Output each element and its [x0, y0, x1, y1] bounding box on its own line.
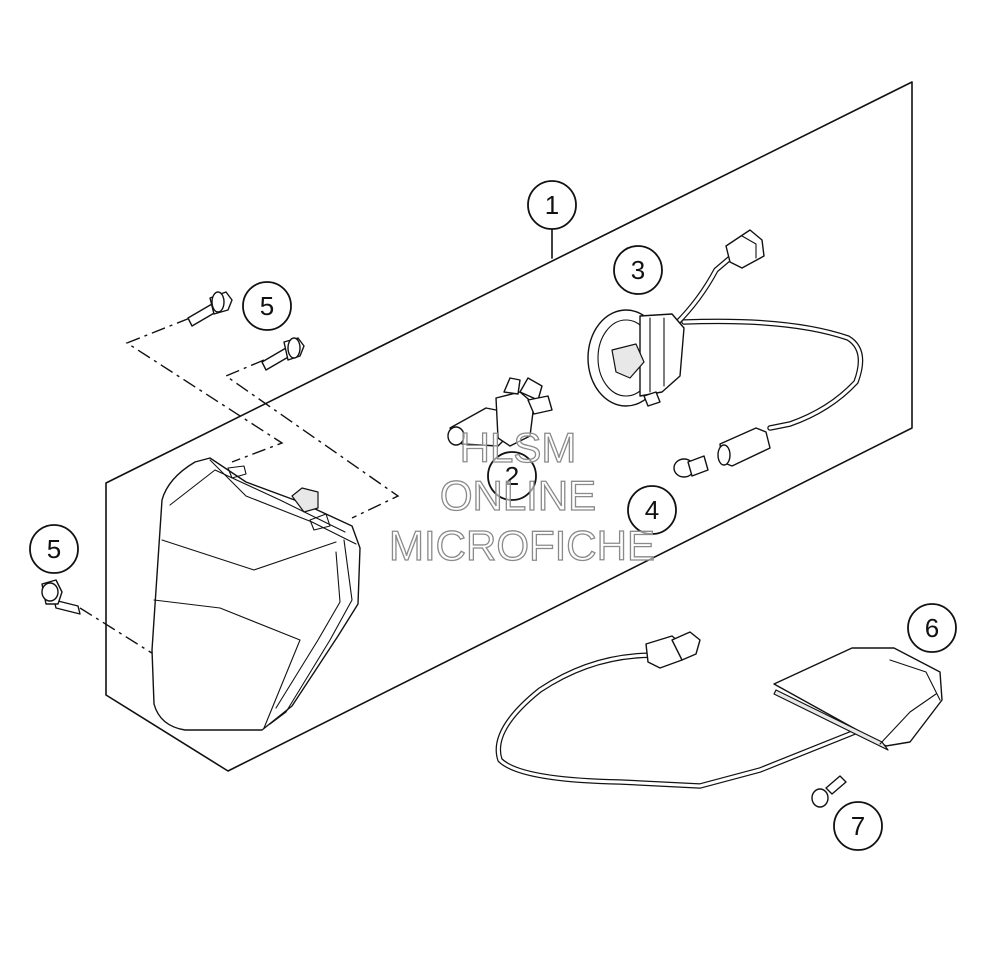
callout-label: 5	[47, 534, 61, 564]
dash-line-upper-bolt	[125, 317, 284, 463]
callout-1: 1	[527, 180, 577, 230]
watermark-line-3: MICROFICHE	[389, 522, 655, 569]
callout-5-left: 5	[29, 524, 79, 574]
halogen-bulb	[447, 377, 553, 447]
callout-2: 2	[487, 451, 537, 501]
callout-6: 6	[907, 603, 957, 653]
screw	[811, 775, 847, 808]
callout-7: 7	[833, 801, 883, 851]
callout-label: 1	[545, 190, 559, 220]
dash-line-left-bolt	[79, 607, 156, 656]
assembly-frame	[105, 81, 913, 772]
headlight-housing	[151, 457, 361, 731]
callout-label: 5	[260, 291, 274, 321]
wiring-harness	[495, 631, 863, 789]
callout-label: 2	[505, 461, 519, 491]
licence-plate-light	[773, 647, 943, 751]
callout-label: 7	[851, 811, 865, 841]
bolt-left	[41, 579, 81, 615]
callout-label: 4	[645, 495, 659, 525]
position-lamp-cable	[681, 318, 864, 467]
bolt-middle	[261, 337, 305, 371]
watermark: HLSM ONLINE MICROFICHE	[388, 423, 655, 569]
watermark-line-2: ONLINE	[440, 472, 596, 519]
callout-label: 3	[631, 255, 645, 285]
callout-label: 6	[925, 613, 939, 643]
callout-5-upper: 5	[242, 281, 292, 331]
bulb-socket	[587, 229, 765, 407]
dash-line-lower-bolt	[224, 359, 400, 519]
watermark-line-1: HLSM	[460, 424, 577, 471]
parking-bulb	[673, 455, 709, 478]
callout-3: 3	[613, 245, 663, 295]
bolt-upper	[187, 291, 233, 327]
callout-4: 4	[627, 485, 677, 535]
